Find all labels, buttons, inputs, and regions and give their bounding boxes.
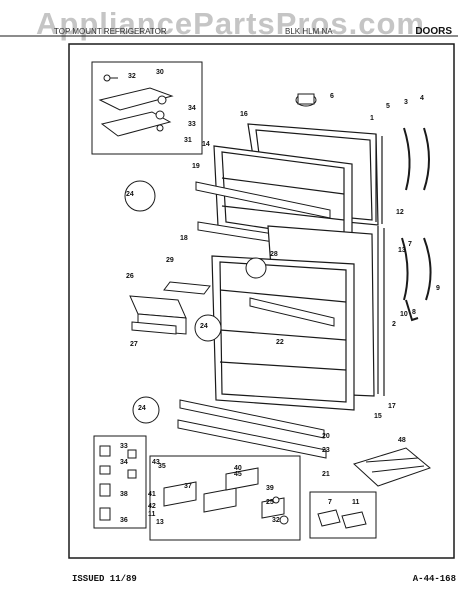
egg-tray: [353, 447, 432, 487]
callout-label: 37: [184, 483, 192, 490]
bottom-hinge-parts: [99, 445, 137, 521]
callout-label: 34: [188, 105, 196, 112]
callout-label: 34: [120, 459, 128, 466]
callout-label: 13: [398, 247, 406, 254]
callout-label: 19: [192, 163, 200, 170]
callout-label: 42: [148, 503, 156, 510]
callout-label: 24: [126, 191, 134, 198]
hinge-inset-box: [91, 61, 203, 155]
bracket-kit-box: [149, 455, 301, 541]
callout-label: 8: [412, 309, 416, 316]
detail-callout-circles: [124, 180, 267, 424]
callout-label: 12: [396, 209, 404, 216]
retainer-kit-box: [309, 491, 377, 539]
callout-label: 45: [234, 471, 242, 478]
callout-label: 38: [120, 491, 128, 498]
callout-label: 11: [352, 499, 360, 506]
callout-label: 32: [272, 517, 280, 524]
callout-label: 17: [388, 403, 396, 410]
callout-label: 6: [330, 93, 334, 100]
callout-label: 1: [370, 115, 374, 122]
fresh-food-shelf-bars: [177, 297, 335, 459]
callout-label: 25: [266, 499, 274, 506]
callout-label: 43: [152, 459, 160, 466]
callout-label: 16: [240, 111, 248, 118]
callout-label: 30: [156, 69, 164, 76]
callout-label: 33: [120, 443, 128, 450]
callout-label: 10: [400, 311, 408, 318]
callout-label: 40: [234, 465, 242, 472]
callout-label: 24: [138, 405, 146, 412]
callout-label: 29: [166, 257, 174, 264]
callout-label: 26: [126, 273, 134, 280]
callout-label: 9: [436, 285, 440, 292]
callout-label: 3: [404, 99, 408, 106]
callout-label: 13: [156, 519, 164, 526]
callout-label: 28: [270, 251, 278, 258]
door-gaskets: [375, 134, 385, 396]
callout-label: 35: [158, 463, 166, 470]
callout-label: 31: [184, 137, 192, 144]
retainer-parts: [317, 509, 367, 529]
callout-label: 23: [322, 447, 330, 454]
section-title: DOORS: [415, 26, 452, 37]
callout-label: 33: [188, 121, 196, 128]
callout-label: 5: [386, 103, 390, 110]
callout-label: 27: [130, 341, 138, 348]
callout-label: 22: [276, 339, 284, 346]
callout-label: 11: [148, 511, 156, 518]
callout-label: 4: [420, 95, 424, 102]
callout-label: 7: [328, 499, 332, 506]
page-number: A-44-168: [412, 574, 456, 584]
butter-compartment: [129, 281, 211, 335]
hinge-pin: [295, 93, 317, 107]
callout-label: 24: [200, 323, 208, 330]
callout-label: 18: [180, 235, 188, 242]
callout-label: 39: [266, 485, 274, 492]
header-code-text: BLK HLM NA: [285, 27, 333, 36]
hinge-assembly: [98, 74, 174, 137]
callout-label: 15: [374, 413, 382, 420]
callout-labels: 3032343331616153414192418121322829262227…: [120, 69, 440, 526]
fresh-food-door-liner: [211, 255, 355, 411]
callout-label: 32: [128, 73, 136, 80]
diagram-frame: [68, 43, 455, 559]
callout-label: 20: [322, 433, 330, 440]
callout-label: 21: [322, 471, 330, 478]
callout-label: 36: [120, 517, 128, 524]
callout-label: 2: [392, 321, 396, 328]
watermark: AppliancePartsPros.com: [36, 6, 425, 41]
door-handles: [401, 127, 432, 322]
callout-label: 48: [398, 437, 406, 444]
callout-label: 14: [202, 141, 210, 148]
callout-label: 41: [148, 491, 156, 498]
issued-date: ISSUED 11/89: [72, 574, 137, 584]
header-model-text: TOP MOUNT REFRIGERATOR: [54, 27, 167, 36]
bracket-parts: [163, 467, 289, 525]
callout-label: 7: [408, 241, 412, 248]
bottom-hinge-box: [93, 435, 147, 529]
